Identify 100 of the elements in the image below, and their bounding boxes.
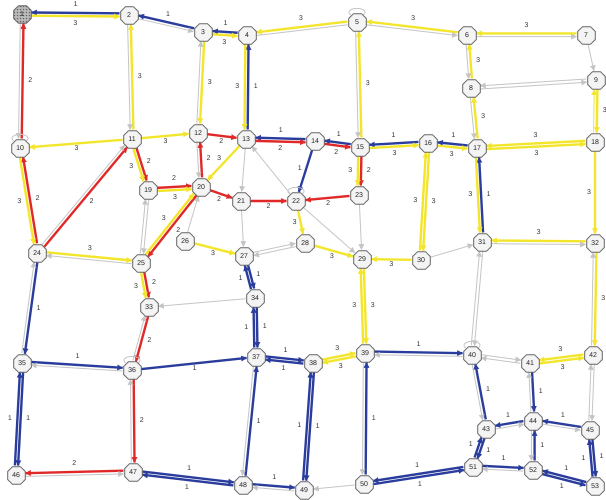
thin-arrow [542, 424, 581, 432]
thin-arrow [251, 146, 291, 194]
octagon-node [6, 466, 26, 484]
arrow [245, 44, 252, 130]
arrow [143, 272, 151, 298]
arrow [20, 22, 26, 139]
octagon-node [12, 354, 32, 372]
arrow [358, 268, 364, 344]
arrow [134, 316, 150, 362]
arrow [30, 10, 120, 16]
octagon-node [124, 462, 142, 482]
arrow [363, 362, 370, 475]
octagon-node [188, 124, 208, 142]
arrow [158, 186, 192, 192]
arrow [358, 156, 364, 186]
octagon-node [28, 244, 46, 262]
octagon-node [236, 130, 256, 148]
thin-arrow [366, 24, 458, 38]
thin-arrow [465, 44, 472, 80]
octagon-node [286, 192, 306, 210]
octagon-node [580, 420, 600, 440]
thin-arrow [490, 241, 586, 248]
octagon-node [296, 234, 314, 252]
octagon-node [192, 178, 210, 196]
arrow [594, 90, 600, 134]
arrow [324, 142, 351, 150]
arrow [194, 242, 236, 256]
octagon-node [176, 232, 194, 250]
thin-arrow [239, 148, 246, 192]
arrow [206, 145, 240, 181]
arrow [476, 438, 486, 460]
arrow [354, 156, 361, 186]
octagon-node [352, 250, 372, 268]
thin-arrow [187, 196, 200, 232]
arrow [250, 306, 257, 348]
arrow [243, 265, 252, 290]
thin-arrow [588, 44, 596, 72]
arrow [542, 469, 586, 484]
arrow [304, 194, 350, 203]
arrow [542, 472, 586, 487]
octagon-node [462, 346, 482, 364]
arrow [28, 138, 123, 150]
octagon-node [586, 234, 604, 252]
arrow [322, 351, 356, 361]
octagon-node [418, 134, 438, 152]
thin-arrow [360, 362, 366, 476]
arrow [244, 366, 260, 476]
arrow [366, 19, 458, 34]
octagon-node [350, 138, 370, 156]
arrow [254, 307, 260, 348]
thin-arrow [358, 204, 364, 250]
arrow [140, 272, 148, 299]
thin-arrow [528, 430, 534, 462]
arrow [132, 148, 145, 182]
arrow [437, 140, 468, 147]
octagon-node [140, 298, 158, 316]
thin-arrow [132, 315, 146, 361]
octagon-node [458, 26, 476, 44]
arrow [250, 198, 288, 204]
arrow [542, 418, 582, 428]
octagon-node [520, 354, 540, 372]
arrow [476, 30, 576, 36]
arrow [266, 355, 304, 363]
thin-arrow [252, 484, 295, 492]
octagon-node [120, 6, 138, 24]
octagon-node [576, 26, 596, 44]
thin-arrow [312, 484, 356, 492]
thin-arrow [495, 422, 524, 430]
octagon-node [472, 232, 492, 252]
arrow [591, 439, 598, 477]
octagon-node [584, 346, 602, 364]
octagon-node [12, 4, 32, 24]
octagon-node [350, 186, 368, 204]
octagon-node [354, 474, 374, 494]
octagon-node [246, 348, 266, 366]
arrow [370, 256, 412, 262]
arrow [246, 264, 256, 289]
thin-arrow [240, 210, 246, 248]
arrow [242, 44, 248, 130]
octagon-node [232, 192, 250, 210]
thin-arrow [16, 22, 22, 140]
octagon-node [234, 476, 252, 494]
arrow [490, 238, 586, 244]
arrow [532, 430, 538, 460]
octagon-node [122, 360, 142, 380]
arrow [362, 268, 370, 344]
arrow [212, 28, 238, 34]
thin-arrow [526, 372, 532, 412]
octagon-node [348, 12, 366, 32]
octagon-node [464, 458, 482, 476]
octagon-node [468, 138, 486, 158]
arrow [539, 356, 584, 365]
thin-arrow [470, 97, 477, 140]
arrow [252, 482, 296, 490]
arrow [592, 152, 598, 234]
arrow [538, 353, 584, 362]
octagon-node [246, 288, 264, 308]
octagon-node [356, 344, 374, 362]
arrow [471, 96, 479, 138]
octagon-node [412, 250, 430, 270]
